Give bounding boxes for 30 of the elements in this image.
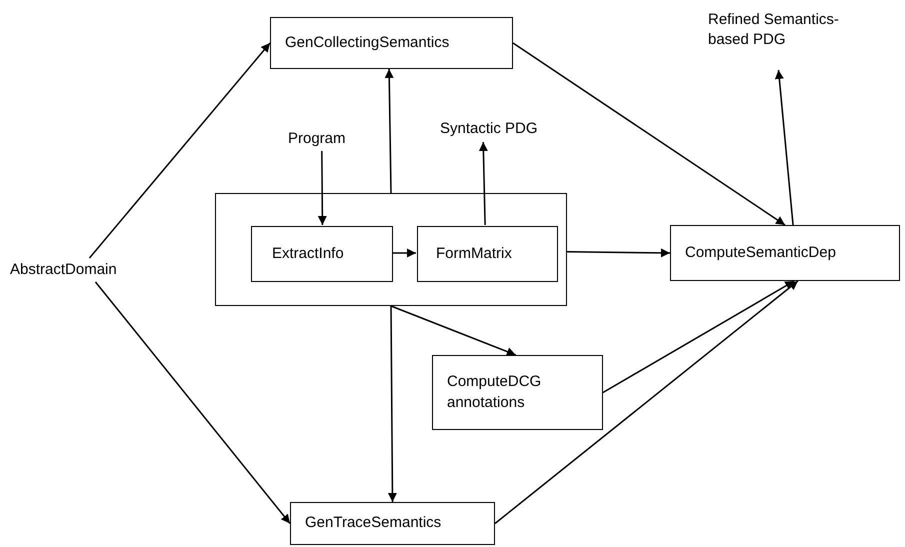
process-box	[251, 226, 393, 282]
arrow	[566, 248, 670, 258]
output-label: Refined Semantics- based PDG	[708, 10, 840, 50]
input-label: Program	[288, 128, 347, 149]
output-label: Syntactic PDG	[440, 118, 539, 139]
arrow	[88, 42, 271, 258]
arrow	[512, 42, 786, 226]
box-label: GenCollectingSemantics	[284, 32, 450, 53]
arrow	[390, 305, 516, 356]
box-label: GenTraceSemantics	[304, 513, 442, 534]
arrow	[388, 306, 397, 502]
process-box	[270, 17, 513, 69]
input-label: AbstractDomain	[10, 260, 118, 280]
arrow	[94, 282, 291, 524]
arrow	[494, 280, 798, 524]
box-label: ExtractInfo	[271, 244, 345, 264]
process-box	[290, 502, 495, 545]
box-label: ComputeSemanticDep	[684, 242, 837, 263]
process-box	[432, 355, 603, 430]
arrow	[774, 70, 794, 226]
arrow	[602, 280, 795, 394]
process-box	[670, 225, 900, 281]
box-label: FormMatrix	[435, 244, 513, 264]
group-box	[215, 193, 567, 306]
box-label: ComputeDCG annotations	[446, 372, 542, 412]
arrow	[478, 142, 488, 226]
arrow	[392, 248, 416, 258]
arrow	[318, 151, 327, 225]
process-box	[417, 226, 558, 282]
arrow	[384, 68, 394, 194]
